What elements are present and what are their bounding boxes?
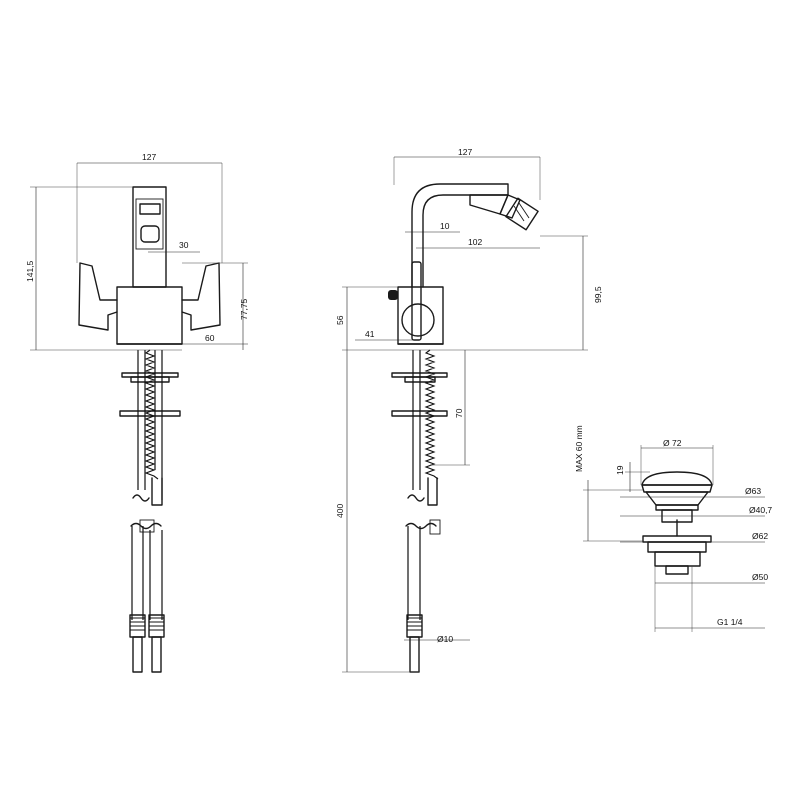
waste-body-top (642, 535, 712, 543)
front-dim-spout-offset: 30 (179, 240, 189, 250)
waste-dim-cap-height: 19 (615, 465, 625, 475)
side-dim-width: 127 (458, 147, 472, 157)
side-lever (411, 261, 422, 341)
front-dim-body-width: 60 (205, 333, 215, 343)
waste-dim-d40: Ø40,7 (749, 505, 772, 515)
side-nozzle (505, 197, 539, 231)
waste-cap (641, 471, 713, 486)
side-spout (411, 183, 509, 288)
side-dim-inner: 10 (440, 221, 450, 231)
waste-body (654, 551, 701, 567)
waste-max-label: MAX 60 mm (574, 425, 584, 472)
waste-dim-cap-diameter: Ø 72 (663, 438, 682, 448)
side-dim-spout-height: 99,5 (593, 286, 603, 303)
front-right-lever (181, 262, 221, 331)
waste-dim-d50: Ø50 (752, 572, 768, 582)
side-view: 127 10 102 99,5 56 41 70 400 Ø10 (335, 147, 603, 673)
front-spout (132, 186, 167, 288)
waste-dim-thread: G1 1/4 (717, 617, 743, 627)
side-dim-hose-diameter: Ø10 (437, 634, 453, 644)
front-thread (144, 349, 159, 480)
waste-dim-d63: Ø63 (745, 486, 761, 496)
front-nozzle-top (139, 203, 161, 215)
front-dim-height: 141,5 (25, 260, 35, 282)
waste-flange (645, 491, 709, 506)
front-hose-left (137, 350, 146, 490)
side-dim-shank: 70 (454, 408, 464, 418)
front-dim-width: 127 (142, 152, 156, 162)
front-body (116, 286, 183, 345)
front-dim-body-height: 77,75 (239, 298, 249, 320)
side-dim-hose-length: 400 (335, 504, 345, 518)
side-dim-depth: 41 (365, 329, 375, 339)
front-left-lever (78, 262, 118, 331)
front-view: 127 141,5 30 77,75 60 (25, 152, 249, 673)
side-dim-reach: 102 (468, 237, 482, 247)
waste-view: MAX 60 mm 19 Ø 72 Ø63 Ø40,7 Ø62 Ø50 G1 1… (574, 425, 772, 632)
side-lever-base (401, 303, 435, 337)
waste-dim-d62: Ø62 (752, 531, 768, 541)
front-spout-inner (135, 198, 164, 250)
front-nozzle (140, 225, 160, 243)
side-dim-lever-height: 56 (335, 315, 345, 325)
